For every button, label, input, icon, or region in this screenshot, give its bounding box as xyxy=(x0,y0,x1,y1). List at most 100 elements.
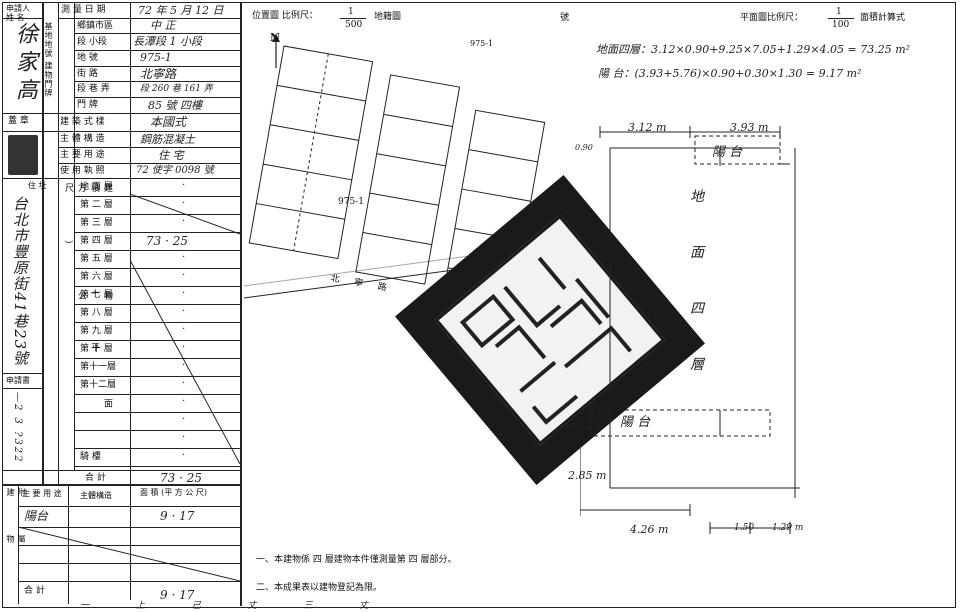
section-value: 長潭段 1 小段 xyxy=(133,35,202,48)
doorplate-label: 門 牌 xyxy=(77,100,98,110)
plan-scale-den: 100 xyxy=(832,20,850,30)
floor-label-1: 第 二 層 xyxy=(80,200,113,210)
doorplate-value: 85 號 四樓 xyxy=(148,99,202,112)
strike-lines xyxy=(130,194,240,464)
structure-value: 鋼筋混凝土 xyxy=(140,133,195,146)
applicant-header: 申請人 姓 名 xyxy=(6,4,30,22)
floor-label-11: 第十二層 xyxy=(80,380,117,390)
floor-label-3: 第 四 層 xyxy=(80,236,113,246)
floor-value-13: · xyxy=(182,414,186,425)
official-seal xyxy=(395,175,705,485)
location-scale-num: 1 xyxy=(348,7,354,17)
floor-value-1: · xyxy=(182,198,186,209)
floor-value-12: · xyxy=(182,396,186,407)
balcony-top-label: 陽 台 xyxy=(712,145,743,160)
dim-top-2: 3.93 m xyxy=(730,121,769,134)
floor-value-15: · xyxy=(182,450,186,461)
annex-total-value: 9 · 17 xyxy=(160,588,195,602)
dim-side: 2.85 m xyxy=(568,469,607,482)
dim-bottom-3: 1.29 m xyxy=(772,523,804,533)
annex-col3: 面 積 (平 方 公 尺) xyxy=(140,488,207,497)
plan-title: 平面圖比例尺： xyxy=(740,13,804,23)
dim-bottom-2: 1.50 xyxy=(734,523,755,533)
total-value: 73 · 25 xyxy=(160,471,202,485)
lot-value: 975-1 xyxy=(140,51,172,64)
floor-value-14: · xyxy=(182,432,186,443)
structure-label: 主 體 構 造 xyxy=(60,134,105,144)
permit-value: 72 使字 0098 號 xyxy=(136,165,214,176)
lot-label: 地 號 xyxy=(77,53,98,63)
floor-label-4: 第 五 層 xyxy=(80,254,113,264)
floor-value-8: · xyxy=(182,324,186,335)
annex-col2: 主體構造 xyxy=(80,491,112,500)
lane-value: 段 260 巷 161 弄 xyxy=(140,84,213,94)
address-header: 住 址 xyxy=(28,181,47,190)
use-label: 主 要 用 途 xyxy=(60,150,105,160)
district-label: 鄉鎮市區 xyxy=(77,21,114,31)
plan-scale-num: 1 xyxy=(836,7,842,17)
note-2: 二、本成果表以建物登記為限。 xyxy=(256,583,383,593)
floor-label-9: 第 十 層 xyxy=(80,344,113,354)
application-number: —2 3 ?322 xyxy=(12,392,23,464)
location-lot-label-2: 975-1 xyxy=(338,197,364,207)
district-value: 中 正 xyxy=(150,19,176,32)
category-area: 建 物 面 積 (平 方 公 尺) xyxy=(63,183,112,456)
floor-value-4: · xyxy=(182,252,186,263)
formula-balcony: 陽 台：(3.93+5.76)×0.90+0.30×1.30 = 9.17 m² xyxy=(598,67,862,80)
location-unit-note: 號 xyxy=(560,13,570,23)
section-label: 段 小段 xyxy=(77,37,107,47)
style-value: 本國式 xyxy=(150,115,187,129)
location-lot-label: 975-1 xyxy=(470,39,494,48)
note-1: 一、本建物係 四 層建物本件僅測量第 四 層部分。 xyxy=(256,555,457,565)
seal-header: 蓋 章 xyxy=(8,116,29,126)
footer-scrawl: 一 上 己 丈 三 丈 xyxy=(80,601,391,611)
floor-label-10: 第十一層 xyxy=(80,362,117,372)
annex-col1: 主 要 用 途 xyxy=(22,489,62,498)
floor-value-7: · xyxy=(182,306,186,317)
floor-label: 地 面 四 層 xyxy=(690,189,704,373)
floor-plan xyxy=(580,126,800,534)
floor-value-10: · xyxy=(182,360,186,371)
dim-top-1: 3.12 m xyxy=(628,121,667,134)
use-value: 住 宅 xyxy=(158,149,184,162)
style-label: 建 築 式 樣 xyxy=(60,117,105,127)
location-scale-den: 500 xyxy=(345,20,363,30)
floor-value-9: · xyxy=(182,342,186,353)
permit-label: 使 用 執 照 xyxy=(60,166,105,176)
floor-label-8: 第 九 層 xyxy=(80,326,113,336)
floor-label-0: 地 面 層 xyxy=(80,182,113,192)
street-label: 街 路 xyxy=(77,69,98,79)
floor-value-5: · xyxy=(182,270,186,281)
annex-use: 陽台 xyxy=(24,509,49,523)
floor-label-5: 第 六 層 xyxy=(80,272,113,282)
floor-value-0: · xyxy=(182,180,186,191)
floor-value-2: · xyxy=(182,216,186,227)
formula-floor: 地面四層：3.12×0.90+9.25×7.05+1.29×4.05 = 73.… xyxy=(596,43,911,56)
total-label: 合 計 xyxy=(85,473,106,483)
application-header: 申請書 xyxy=(6,376,30,385)
date-label: 測 量 日 期 xyxy=(61,5,106,15)
floor-label-2: 第 三 層 xyxy=(80,218,113,228)
floor-label-15: 騎 樓 xyxy=(80,452,101,462)
floor-value-6: · xyxy=(182,288,186,299)
floor-value-11: · xyxy=(182,378,186,389)
category-basis: 基地地號 建物門牌 xyxy=(44,22,53,98)
annex-side: 附 屬 建 物 xyxy=(6,488,26,561)
floor-label-6: 第 七 層 xyxy=(80,290,113,300)
floor-value-3: 73 · 25 xyxy=(146,234,188,248)
dim-bottom-left: 0.90 xyxy=(566,421,584,430)
north-label: N xyxy=(270,31,281,44)
dim-bottom-1: 4.26 m xyxy=(630,523,669,536)
applicant-name: 徐家高 xyxy=(12,22,37,106)
location-title: 位置圖 比例尺： xyxy=(252,11,318,21)
balcony-bottom-label: 陽 台 xyxy=(620,415,651,430)
floor-label-7: 第 八 層 xyxy=(80,308,113,318)
applicant-seal xyxy=(8,135,38,175)
street-value: 北寧路 xyxy=(140,67,177,81)
location-suffix: 地籍圖 xyxy=(374,12,402,22)
lane-label: 段 巷 弄 xyxy=(77,84,110,94)
annex-strike xyxy=(18,527,240,581)
dim-left: 0.90 xyxy=(575,143,593,152)
date-value: 72 年 5 月 12 日 xyxy=(138,4,224,17)
